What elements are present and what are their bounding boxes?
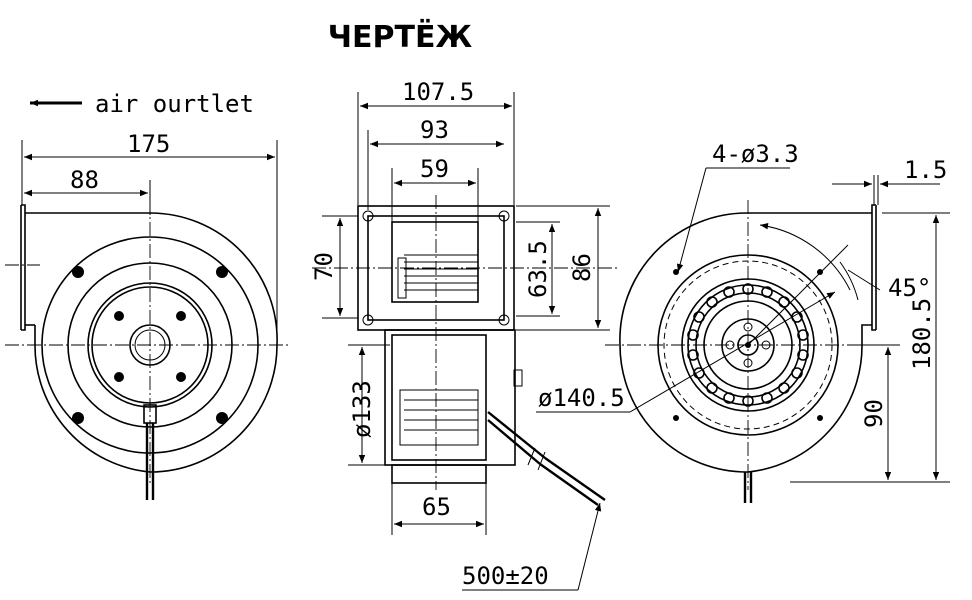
dim-inner-height-label: 63.5 (524, 240, 552, 298)
dim-inner-label: 59 (420, 155, 449, 183)
airflow-label: air ourtlet (95, 90, 254, 118)
dim-cable-label: 500±20 (462, 562, 549, 590)
dim-outer-height-label: 86 (568, 253, 596, 282)
impeller-blades (687, 283, 809, 407)
left-view: air ourtlet 175 88 (5, 90, 290, 500)
dim-half-label: 88 (70, 166, 99, 194)
dim-top-label: 107.5 (402, 78, 474, 106)
dim-center-height-label: 90 (860, 399, 888, 428)
dim-flange-label: 1.5 (904, 156, 947, 184)
dim-angle-label: 45° (888, 274, 931, 302)
dim-width-label: 175 (127, 130, 170, 158)
dim-motor-width-label: 65 (422, 493, 451, 521)
right-view: 4-ø3.3 1.5 (536, 140, 950, 503)
dim-diameter-label: ø133 (348, 380, 376, 438)
drawing-title: ЧЕРТЁЖ (327, 20, 473, 55)
dim-height-label: 70 (310, 252, 338, 281)
dim-total-height-label: 180.5 (908, 298, 936, 370)
middle-view: 107.5 93 59 70 63.5 86 (310, 78, 620, 591)
dim-mid-label: 93 (420, 116, 449, 144)
dim-holes-label: 4-ø3.3 (712, 140, 799, 168)
dim-impeller-label: ø140.5 (538, 384, 625, 412)
